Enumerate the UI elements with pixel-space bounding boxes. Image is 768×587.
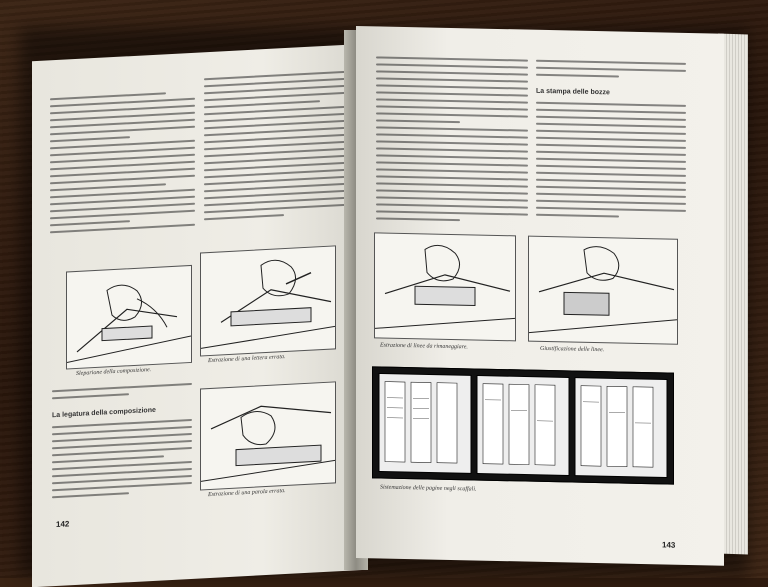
right-page: La stampa delle bozze Estrazione di line… — [356, 26, 724, 566]
caption-figure-5: Giustificazione delle linee. — [540, 346, 604, 353]
caption-figure-3: Estrazione di una parola errata. — [208, 488, 286, 498]
text-column-left-top — [50, 91, 195, 239]
caption-figure-4: Estrazione di linee da rimaneggiare. — [380, 343, 468, 351]
illustration-word-extraction — [200, 381, 336, 490]
text-column-left-bottom — [52, 419, 192, 503]
text-column-left-bottom-intro — [52, 383, 192, 404]
text-column-right-page-right — [536, 102, 686, 224]
page-number-left: 142 — [56, 519, 69, 529]
text-column-right-page-right-intro — [536, 60, 686, 84]
page-number-right: 143 — [662, 540, 675, 549]
left-page: Sleparione della composizione. Estrazion… — [32, 44, 362, 587]
caption-figure-2: Estrazione di una lettera errata. — [208, 354, 286, 364]
illustration-line-extraction — [374, 232, 516, 341]
section-heading-binding: La legatura della composizione — [52, 407, 156, 419]
illustration-letter-extraction — [200, 245, 336, 356]
illustration-page-shelves — [372, 366, 674, 484]
section-heading-proofs: La stampa delle bozze — [536, 88, 610, 97]
illustration-separation — [66, 265, 192, 370]
text-column-right-top — [204, 71, 349, 226]
illustration-line-justification — [528, 236, 678, 345]
caption-figure-6: Sistemazione delle pagine negli scaffali… — [380, 485, 476, 493]
text-column-right-page-left — [376, 56, 528, 227]
caption-figure-1: Sleparione della composizione. — [76, 367, 151, 377]
